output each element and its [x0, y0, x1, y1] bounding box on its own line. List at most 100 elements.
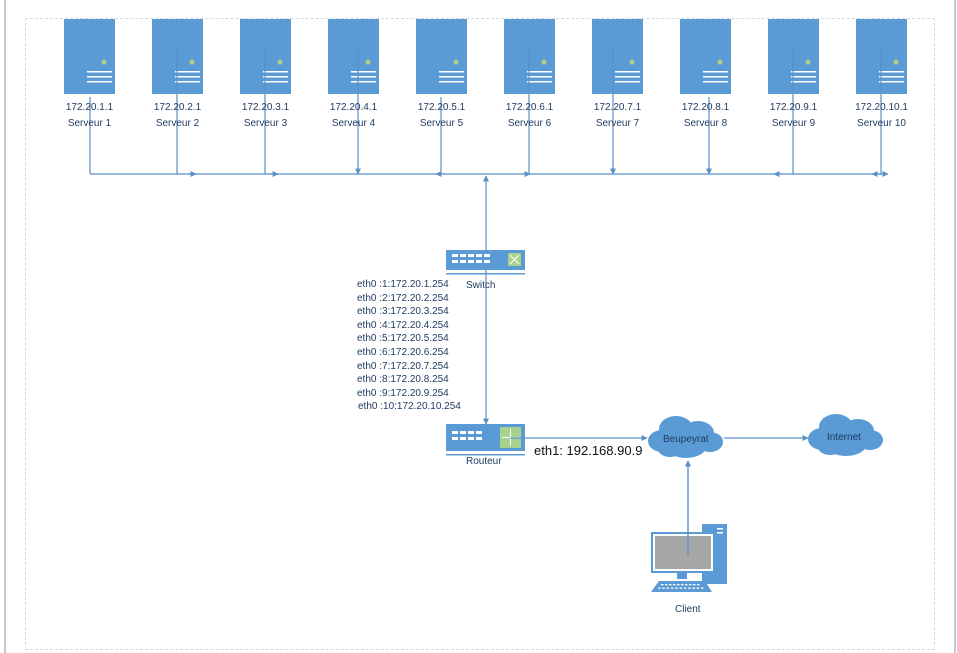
server-led-icon	[717, 59, 723, 65]
keyboard-key	[666, 587, 670, 589]
switch-port-icon	[460, 254, 466, 257]
router-device[interactable]	[446, 424, 525, 456]
keyboard-key	[685, 584, 688, 586]
server-drive-slot	[527, 76, 552, 78]
server-drive-slot	[87, 76, 112, 78]
server-name-label: Serveur 4	[331, 118, 376, 129]
switch-port-icon	[452, 254, 458, 257]
server-ip-label: 172.20.3.1	[241, 102, 290, 113]
server-name-label: Serveur 10	[857, 118, 906, 129]
client-label: Client	[675, 604, 701, 615]
server-ip-label: 172.20.2.1	[153, 102, 202, 113]
router-port-icon	[468, 437, 474, 440]
server-8[interactable]	[680, 19, 731, 94]
server-drive-slot	[703, 71, 728, 73]
tower-drive-slot	[717, 528, 723, 530]
router-port-icon	[468, 431, 474, 434]
server-drive-slot	[263, 71, 288, 73]
server-icon	[680, 19, 731, 94]
switch-port-icon	[484, 254, 490, 257]
router-port-icon	[452, 431, 458, 434]
server-drive-slot	[879, 71, 904, 73]
keyboard-key	[701, 587, 704, 589]
cloud-icon	[818, 439, 842, 455]
switch-label: Switch	[466, 280, 496, 291]
cloud-beupeyrat-label: Beupeyrat	[663, 434, 709, 445]
server-led-icon	[541, 59, 547, 65]
keyboard-key	[693, 584, 696, 586]
router-base	[446, 454, 525, 456]
server-led-icon	[101, 59, 107, 65]
window-frame-right	[954, 0, 956, 653]
server-drive-slot	[879, 76, 904, 78]
server-name-label: Serveur 6	[507, 118, 552, 129]
server-drive-slot	[351, 76, 376, 78]
server-ip-label: 172.20.1.1	[65, 102, 114, 113]
cloud-internet[interactable]	[808, 414, 883, 456]
server-icon	[592, 19, 643, 94]
server-drive-slot	[351, 71, 376, 73]
router-port-icon	[452, 437, 458, 440]
server-led-icon	[893, 59, 899, 65]
keyboard-key	[673, 584, 676, 586]
router-port-icon	[460, 437, 466, 440]
server-drive-slot	[439, 76, 464, 78]
eth0-interface-label: eth0 :8:172.20.8.254	[357, 374, 449, 386]
eth0-interface-label: eth0 :2:172.20.2.254	[357, 292, 449, 304]
server-ip-label: 172.20.8.1	[681, 102, 730, 113]
window-frame-left	[4, 0, 6, 653]
server-led-icon	[453, 59, 459, 65]
server-led-icon	[805, 59, 811, 65]
keyboard-key	[683, 587, 687, 589]
keyboard-key	[681, 584, 684, 586]
server-7[interactable]	[592, 19, 643, 94]
keyboard-key	[661, 584, 664, 586]
server-ip-label: 172.20.9.1	[769, 102, 818, 113]
switch-cross-glyph	[509, 254, 520, 265]
server-drive-slot	[791, 71, 816, 73]
router-port-icon	[476, 437, 482, 440]
switch-port-icon	[468, 254, 474, 257]
server-icon	[64, 19, 115, 94]
server-drive-slot	[87, 71, 112, 73]
server-drive-slot	[703, 81, 728, 83]
server-drive-slot	[527, 81, 552, 83]
router-port-icon	[460, 431, 466, 434]
server-drive-slot	[703, 76, 728, 78]
keyboard-key	[665, 584, 668, 586]
server-ip-label: 172.20.7.1	[593, 102, 642, 113]
keyboard-key	[675, 587, 678, 589]
server-drive-slot	[879, 81, 904, 83]
server-4[interactable]	[328, 19, 379, 94]
cloud-icon	[658, 441, 682, 457]
server-drive-slot	[791, 81, 816, 83]
switch-port-icon	[484, 260, 490, 263]
server-name-label: Serveur 5	[419, 118, 464, 129]
server-1[interactable]	[64, 19, 115, 94]
server-drive-slot	[351, 81, 376, 83]
server-name-label: Serveur 2	[155, 118, 200, 129]
keyboard-key	[697, 584, 700, 586]
server-5[interactable]	[416, 19, 467, 94]
server-drive-slot	[527, 71, 552, 73]
cloud-beupeyrat[interactable]	[648, 416, 723, 458]
client-computer[interactable]	[651, 524, 727, 592]
server-drive-slot	[263, 76, 288, 78]
server-icon	[328, 19, 379, 94]
server-ip-label: 172.20.6.1	[505, 102, 554, 113]
eth1-address-label: eth1: 192.168.90.9	[534, 443, 643, 458]
eth0-interface-label: eth0 :9:172.20.9.254	[357, 387, 449, 399]
server-name-label: Serveur 7	[595, 118, 640, 129]
server-name-label: Serveur 8	[683, 118, 728, 129]
server-name-label: Serveur 3	[243, 118, 288, 129]
server-name-label: Serveur 1	[67, 118, 112, 129]
server-drive-slot	[175, 81, 200, 83]
switch-port-icon	[476, 254, 482, 257]
eth0-interface-label: eth0 :10:172.20.10.254	[358, 401, 461, 413]
keyboard-key	[696, 587, 700, 589]
keyboard-key	[670, 587, 674, 589]
eth0-interface-label: eth0 :4:172.20.4.254	[357, 319, 449, 331]
keyboard-key	[688, 587, 691, 589]
keyboard-key	[677, 584, 680, 586]
